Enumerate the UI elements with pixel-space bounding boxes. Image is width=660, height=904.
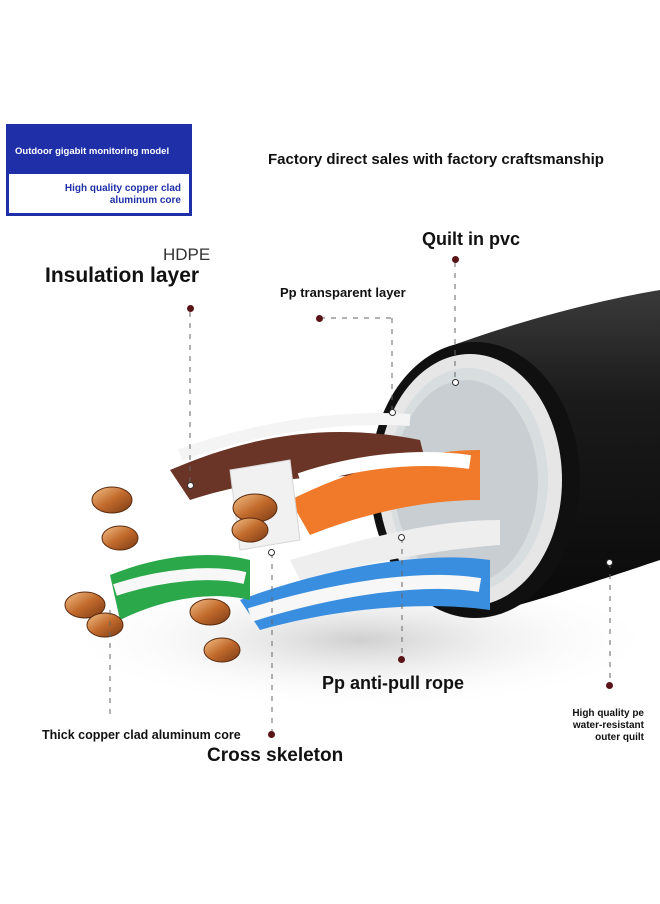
badge-header: Outdoor gigabit monitoring model xyxy=(9,127,189,174)
anchor-ring-insulation xyxy=(187,482,194,489)
anchor-ring-anti-pull xyxy=(398,534,405,541)
label-insulation-layer: Insulation layer xyxy=(45,264,200,287)
label-cross-skeleton: Cross skeleton xyxy=(207,745,344,766)
label-pp-transparent-layer: Pp transparent layer xyxy=(280,285,406,300)
anchor-ring-outer-quilt xyxy=(606,559,613,566)
label-quilt-in-pvc: Quilt in pvc xyxy=(422,229,521,249)
label-thick-core: Thick copper clad aluminum core xyxy=(42,728,241,742)
model-badge: Outdoor gigabit monitoring model High qu… xyxy=(6,124,192,216)
leader-dot-outer-quilt xyxy=(606,682,613,689)
label-outer-quilt: High quality pe water-resistant outer qu… xyxy=(572,708,644,743)
badge-subtitle: High quality copper clad aluminum core xyxy=(64,183,181,206)
anchor-ring-pp-transparent xyxy=(389,409,396,416)
headline: Factory direct sales with factory crafts… xyxy=(268,151,604,168)
label-hdpe: HDPE xyxy=(163,245,211,264)
anchor-ring-quilt xyxy=(452,379,459,386)
leader-dot-quilt xyxy=(452,256,459,263)
leader-dot-pp-transparent xyxy=(316,315,323,322)
anchor-ring-cross-skeleton xyxy=(268,549,275,556)
leader-dot-insulation xyxy=(187,305,194,312)
leader-dot-cross-skeleton xyxy=(268,731,275,738)
leader-dot-anti-pull xyxy=(398,656,405,663)
badge-title: Outdoor gigabit monitoring model xyxy=(15,146,170,157)
label-pp-anti-pull-rope: Pp anti-pull rope xyxy=(322,673,464,693)
